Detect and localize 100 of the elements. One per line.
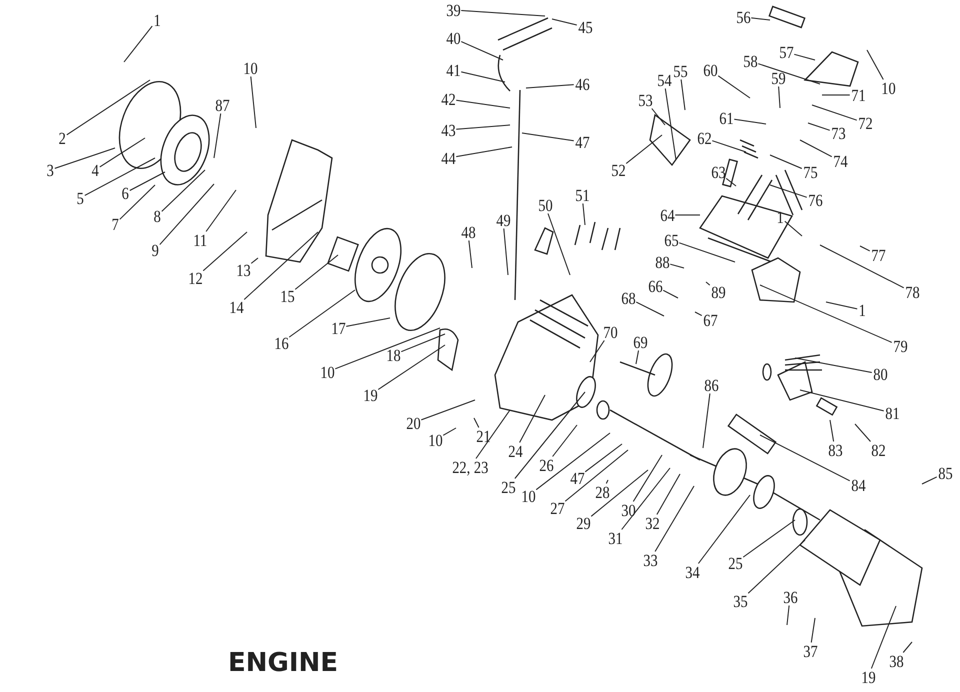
callout-number: 70 xyxy=(602,324,618,340)
callout-number: 10 xyxy=(428,432,442,448)
leader-line xyxy=(760,434,850,482)
callout-number: 47 xyxy=(570,470,584,486)
callout-number: 13 xyxy=(236,262,250,278)
callout-number: 35 xyxy=(732,592,748,610)
callout-number: 16 xyxy=(274,334,288,352)
callout-number: 71 xyxy=(850,86,866,104)
callout-number: 36 xyxy=(782,588,798,606)
callout-number: 8 xyxy=(153,208,160,224)
leader-line xyxy=(800,140,832,158)
callout-number: 27 xyxy=(550,500,564,516)
callout-number: 47 xyxy=(574,134,590,150)
leader-line xyxy=(734,118,766,124)
leader-line xyxy=(442,428,456,436)
leader-line xyxy=(456,146,512,158)
leader-line xyxy=(606,480,608,484)
leader-line xyxy=(742,520,796,558)
leader-line xyxy=(726,178,736,186)
leader-line xyxy=(400,334,446,352)
callout-number: 73 xyxy=(830,124,846,142)
callout-number: 57 xyxy=(778,44,794,60)
leader-line xyxy=(564,450,628,502)
callout-number: 56 xyxy=(736,8,750,26)
callout-number: 9 xyxy=(151,242,158,258)
leader-line xyxy=(456,124,510,130)
callout-number: 48 xyxy=(460,224,476,240)
leader-line xyxy=(552,18,578,26)
callout-number: 52 xyxy=(610,162,626,178)
callout-number: 17 xyxy=(330,320,346,336)
callout-number: 75 xyxy=(802,164,818,180)
callout-number: 6 xyxy=(121,184,128,202)
callout-number: 12 xyxy=(188,270,202,286)
callout-number: 26 xyxy=(538,456,554,474)
callout-number: 72 xyxy=(858,114,872,132)
leader-line xyxy=(694,312,702,316)
callout-number: 44 xyxy=(440,150,456,166)
leader-line xyxy=(822,94,850,96)
callout-number: 78 xyxy=(904,284,920,300)
leader-line xyxy=(702,393,710,448)
callout-number: 89 xyxy=(710,284,726,300)
leader-line xyxy=(820,244,904,288)
callout-number: 10 xyxy=(520,488,536,504)
callout-number: 69 xyxy=(632,334,648,350)
leader-line xyxy=(662,290,678,298)
leader-line xyxy=(718,75,750,98)
callout-number: 43 xyxy=(440,122,456,138)
leader-line xyxy=(129,172,166,191)
callout-number: 63 xyxy=(710,164,726,180)
leader-line xyxy=(584,444,622,472)
callout-number: 84 xyxy=(850,476,866,494)
leader-line xyxy=(54,148,116,169)
leader-line xyxy=(420,400,476,420)
leader-line xyxy=(206,190,236,232)
callout-number: 5 xyxy=(76,190,84,206)
callout-number: 55 xyxy=(672,62,688,80)
leader-line xyxy=(456,100,510,108)
callout-number: 34 xyxy=(684,564,700,580)
callout-number: 28 xyxy=(594,484,610,500)
leader-line xyxy=(866,50,884,80)
callout-number: 21 xyxy=(476,428,490,444)
leader-line xyxy=(161,170,206,212)
leader-line xyxy=(854,424,871,442)
leader-line xyxy=(202,232,248,272)
leader-line xyxy=(794,54,816,60)
leader-line xyxy=(548,213,570,276)
callout-number: 79 xyxy=(892,338,908,354)
leader-line xyxy=(159,184,214,246)
leader-line xyxy=(621,468,670,530)
leader-line xyxy=(902,642,912,653)
callout-number: 54 xyxy=(656,72,672,88)
leader-line xyxy=(706,282,710,286)
leader-line xyxy=(656,474,680,515)
leader-line xyxy=(214,113,222,158)
leader-line xyxy=(654,486,694,552)
callout-number: 67 xyxy=(702,312,718,328)
leader-line xyxy=(552,424,578,457)
callout-number: 4 xyxy=(91,162,98,178)
callout-number: 10 xyxy=(320,364,334,380)
callout-number: 24 xyxy=(508,442,522,460)
leader-line xyxy=(758,63,820,84)
leader-line xyxy=(590,470,648,517)
leader-line xyxy=(250,76,256,128)
callout-number: 33 xyxy=(642,552,658,568)
leader-line xyxy=(922,476,938,484)
callout-number: 60 xyxy=(702,62,718,78)
leader-line xyxy=(468,240,472,268)
leader-line xyxy=(124,26,153,62)
callout-number: 1 xyxy=(153,12,160,28)
leader-line xyxy=(514,392,586,479)
callout-number: 88 xyxy=(654,254,670,270)
leader-line xyxy=(503,228,508,276)
callout-number: 31 xyxy=(608,530,622,546)
leader-line xyxy=(378,344,446,390)
leader-line xyxy=(294,254,338,290)
leader-line xyxy=(680,79,686,110)
callout-number: 10 xyxy=(242,60,258,76)
callout-number: 14 xyxy=(228,298,244,316)
leader-line xyxy=(670,264,684,268)
callout-number: 64 xyxy=(660,206,674,224)
